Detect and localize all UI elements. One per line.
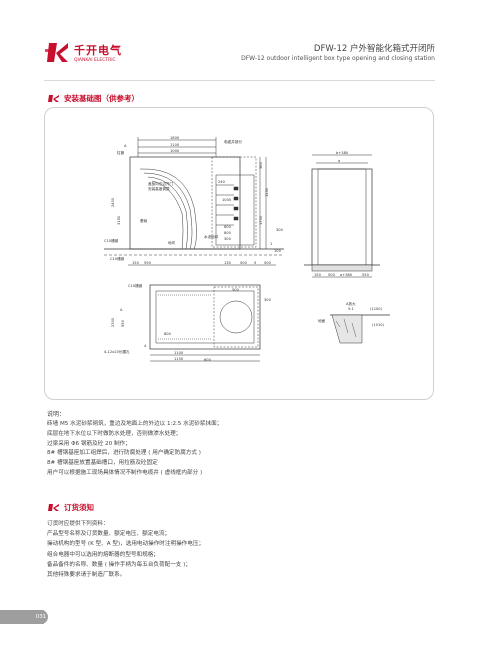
product-title: DFW-12 户外智能化箱式开闭所: [313, 44, 435, 54]
dim-360: 360: [259, 161, 263, 169]
view-a-label: A: [124, 144, 127, 148]
notes-line: 过梁采用 Φ6 钢筋及砼 20 制作；: [47, 440, 131, 447]
dim-1800: 1800: [170, 136, 180, 140]
label-a: A: [120, 308, 123, 312]
dim-800-plan: 800: [164, 332, 172, 336]
top-width-label-3: a+380: [340, 273, 353, 277]
top-width-label: b+380: [336, 151, 349, 155]
plan-view: 500 800 2300 550 A 300 1100 1150 4-12x20…: [104, 283, 272, 362]
dim-300b: 300: [276, 228, 284, 232]
brand-name-cn: 千开电气: [74, 44, 122, 57]
qianki-logo-icon: [45, 43, 68, 62]
dim-800: 800: [224, 231, 232, 235]
install-section-heading: 安装基础图（供参考）: [47, 93, 139, 104]
notes-block: 说明： 砖墙 M5 水泥砂浆砌筑，重边及地面上的外边以 1:2.5 水泥砂浆抹面…: [47, 410, 427, 479]
notes-line: 砖墙 M5 水泥砂浆砌筑，重边及地面上的外边以 1:2.5 水泥砂浆抹面；: [47, 421, 223, 427]
dim-550b: 550: [362, 273, 370, 277]
dim-150b: 150: [314, 273, 322, 277]
dim-500c: 500: [328, 273, 336, 277]
level-label: 地坪: [168, 240, 176, 245]
dim-500b: 500: [264, 261, 272, 265]
dim-300c: 300: [264, 298, 272, 302]
dim-2300: 2300: [111, 317, 115, 327]
order-line: 其他特殊要求请于制造厂联系。: [47, 572, 126, 579]
dim-500: 500: [240, 261, 248, 265]
elec-room-label: 电缆井部分: [224, 139, 242, 144]
order-line: 订货时应提供下列资料：: [47, 521, 109, 527]
dim-1700: 1700: [259, 215, 263, 225]
notes-line: 8# 槽钢基座放置基础槽口，用拉筋及砼固定: [47, 460, 158, 467]
dim-1150: 1150: [174, 357, 184, 361]
detail-ratio: 5:1: [348, 307, 354, 311]
header-divider: [44, 80, 435, 81]
foundation-label: 基础: [140, 218, 148, 223]
drawing-frame: [44, 107, 434, 400]
section-logo-icon: [48, 504, 59, 511]
cable-in-label-2: 安装高度调整: [148, 186, 170, 191]
order-line: 组合电器中可以选用的熔断器的型号和规格；: [47, 551, 159, 558]
dim-3150: 3150: [117, 215, 121, 225]
page-number: 031: [34, 610, 48, 624]
notes-line: 用户可以根据施工现场具体情况不制作电缆井 ( 虚线框内部分 ): [47, 469, 203, 476]
dim-100: 100: [274, 249, 282, 253]
cable-in-label: 盖板向左边开门: [148, 181, 174, 186]
dim-300: 300: [224, 237, 232, 241]
product-subtitle: DFW-12 outdoor intelligent box type open…: [241, 55, 435, 62]
order-section-title: 订货须知: [64, 503, 94, 512]
top-width-label-2: a: [338, 159, 340, 163]
pillar-label: 柱管: [117, 150, 125, 155]
page-tab: [0, 610, 44, 624]
c10-steel-label: C10槽钢: [128, 283, 143, 288]
dim-550: 550: [121, 319, 125, 327]
dim-2400: 2400: [111, 197, 115, 207]
section-logo-icon: [48, 95, 59, 102]
side-view: b+380 a 150 500 a+380 550: [304, 151, 380, 278]
order-line: 备品备件的名称、数量 ( 操作手柄为每五台负荷配一支 )；: [47, 561, 191, 568]
elevation-view: 1800 1100 1000 电缆井部分 A 柱管 盖板向左边开门 安装高度调整…: [104, 136, 284, 266]
notes-line: 底层在地下水位以下时做防水处理，否则做渗水处理；: [47, 430, 182, 437]
dim-1010: (1010): [372, 323, 385, 327]
notes-line: 8# 槽钢基座加工组焊后，进行防腐处理 ( 用户确定防腐方式 ): [47, 450, 201, 457]
dim-600: 600: [224, 225, 232, 229]
install-section-title: 安装基础图（供参考）: [64, 94, 139, 103]
notes-title: 说明：: [47, 411, 66, 418]
foundation-drawing: 1800 1100 1000 电缆井部分 A 柱管 盖板向左边开门 安装高度调整…: [104, 136, 390, 362]
label-4: 4: [144, 344, 147, 348]
company-logo: 千开电气 QIANKAI ELECTRIC: [44, 40, 124, 70]
dim-5: 5: [254, 261, 256, 265]
order-block: 订货时应提供下列资料： 产品型号名称及订货数量、额定电压、额定电流； 操动机构的…: [47, 519, 427, 580]
detail-a: A放大 5:1 (1100) (1010) 地面: [318, 301, 390, 344]
dim-1590: 1590: [265, 187, 269, 197]
dim-130: 130: [224, 261, 232, 265]
dim-500-plan: 500: [232, 288, 240, 292]
dim-1100b: 1100: [174, 351, 184, 355]
ground-label: 地面: [318, 318, 326, 323]
order-line: 产品型号名称及订货数量、额定电压、额定电流；: [47, 531, 171, 538]
dim-1100: 1100: [170, 143, 180, 147]
c10-channel-label: C10槽钢: [104, 238, 119, 243]
dim-1000b: 1000: [222, 198, 232, 202]
brand-name-en: QIANKAI ELECTRIC: [74, 58, 116, 63]
dim-590: 590: [144, 261, 152, 265]
c10-channel-label-2: C10槽钢: [110, 256, 125, 261]
detail-a-label: A放大: [346, 301, 356, 306]
order-section-heading: 订货须知: [47, 502, 94, 513]
dim-1100c: (1100): [370, 307, 383, 311]
dim-240: 240: [218, 180, 226, 184]
dim-1: 1: [270, 242, 272, 246]
order-line: 操动机构的型号 (K 型、A 型)，选用电动操作时注明操作电压；: [47, 541, 205, 548]
dim-1000: 1000: [170, 149, 180, 153]
hole-note: 4-12x20长腰孔: [104, 349, 130, 354]
dim-150: 150: [132, 261, 140, 265]
dim-600c: 600: [204, 358, 212, 362]
floor-label: 水泥地坪: [204, 234, 219, 239]
